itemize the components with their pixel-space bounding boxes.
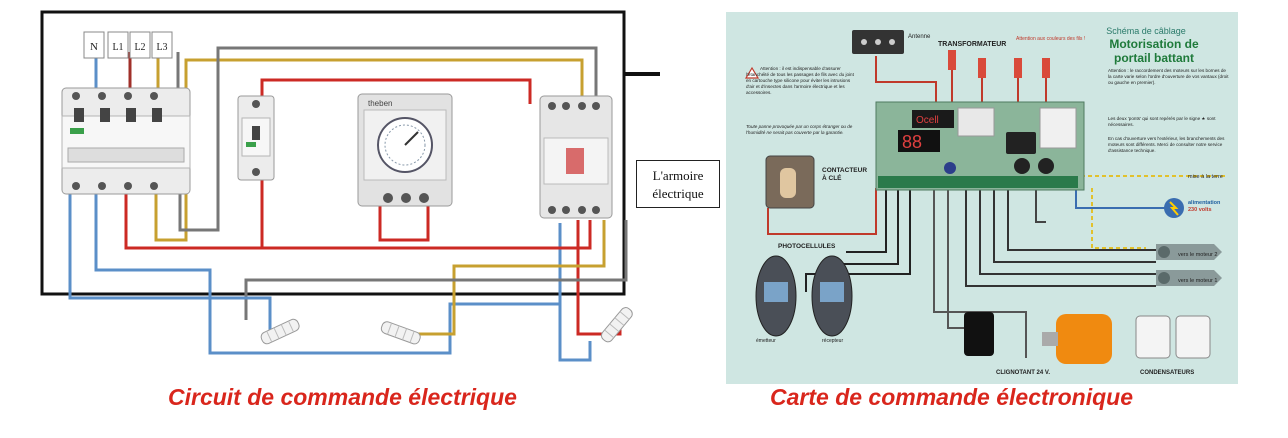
side-notes: Attention : le raccordement des moteurs …	[1108, 68, 1229, 153]
motor-2-label: vers le moteur 2	[1178, 252, 1217, 258]
antenna-terminal: Antenne	[852, 30, 931, 54]
key-switch-label-2: À CLÉ	[822, 173, 842, 182]
contactor	[539, 95, 613, 219]
callout-box: L'armoire électrique	[636, 160, 720, 208]
emitter-label: émetteur	[756, 338, 776, 344]
right-caption: Carte de commande électronique	[770, 384, 1133, 410]
board-display-text: Ocell	[916, 115, 939, 126]
board-display-digits: 88	[902, 132, 922, 152]
side-note-3: En cas d'ouverture vers l'extérieur, les…	[1108, 136, 1225, 153]
power-label-2: 230 volts	[1188, 207, 1212, 213]
phase-label-l1: L1	[112, 42, 123, 53]
phase-labels: N L1 L2 L3	[83, 31, 173, 59]
phase-label-l2: L2	[134, 42, 145, 53]
phase-label-l3: L3	[156, 42, 167, 53]
photocells-label: PHOTOCELLULES	[778, 243, 836, 250]
lamps	[260, 307, 633, 345]
control-board: Ocell 88	[875, 101, 1085, 191]
left-caption: Circuit de commande électrique	[168, 384, 517, 410]
key-switch: CONTACTEUR À CLÉ	[765, 155, 867, 209]
capacitors-label: CONDENSATEURS	[1140, 370, 1194, 376]
motor-1-arrow	[1156, 270, 1222, 286]
power-supply-icon	[1164, 198, 1184, 218]
callout-line-2: électrique	[652, 186, 704, 201]
transformer-note: Attention aux couleurs des fils !	[1016, 36, 1085, 42]
schema-title-2: portail battant	[1114, 51, 1194, 65]
power-label-1: alimentation	[1188, 200, 1221, 206]
schema-subtitle: Schéma de câblage	[1106, 26, 1186, 36]
single-pole-breaker	[237, 95, 275, 181]
warning-text: Attention : il est indispensable d'assur…	[746, 66, 854, 95]
receiver-label: récepteur	[822, 338, 843, 344]
flasher-label: CLIGNOTANT 24 V.	[996, 370, 1050, 376]
schema-title-1: Motorisation de	[1109, 37, 1199, 51]
circuit-breaker	[61, 87, 191, 195]
side-note-2: Les deux 'ponts' qui sont repérés par le…	[1108, 116, 1216, 127]
photocell-emitter	[755, 255, 797, 337]
photocell-receiver	[811, 255, 853, 337]
transformer-connectors	[948, 50, 1050, 78]
key-switch-label-1: CONTACTEUR	[822, 167, 867, 174]
callout-line-1: L'armoire	[652, 168, 704, 183]
guarantee-note: Toute panne provoquée par un corps étran…	[746, 124, 853, 135]
callout-arrow	[624, 72, 660, 76]
timer-brand: theben	[368, 99, 392, 108]
capacitors	[1135, 315, 1211, 359]
motor-2-arrow	[1156, 244, 1222, 260]
side-note-1: Attention : le raccordement des moteurs …	[1108, 68, 1229, 85]
flasher-light	[964, 312, 1112, 364]
earth-label: mise à la terre	[1188, 174, 1223, 180]
electrical-circuit-diagram: N L1 L2 L3 theben	[40, 10, 660, 362]
warning-block: Attention : il est indispensable d'assur…	[744, 66, 854, 135]
antenna-label: Antenne	[908, 34, 931, 40]
electronic-board-diagram: Schéma de câblage Motorisation de portai…	[726, 12, 1238, 384]
modular-timer: theben	[357, 93, 453, 207]
transformer-label: TRANSFORMATEUR	[938, 41, 1006, 48]
motor-1-label: vers le moteur 1	[1178, 278, 1217, 284]
phase-label-n: N	[90, 41, 98, 53]
